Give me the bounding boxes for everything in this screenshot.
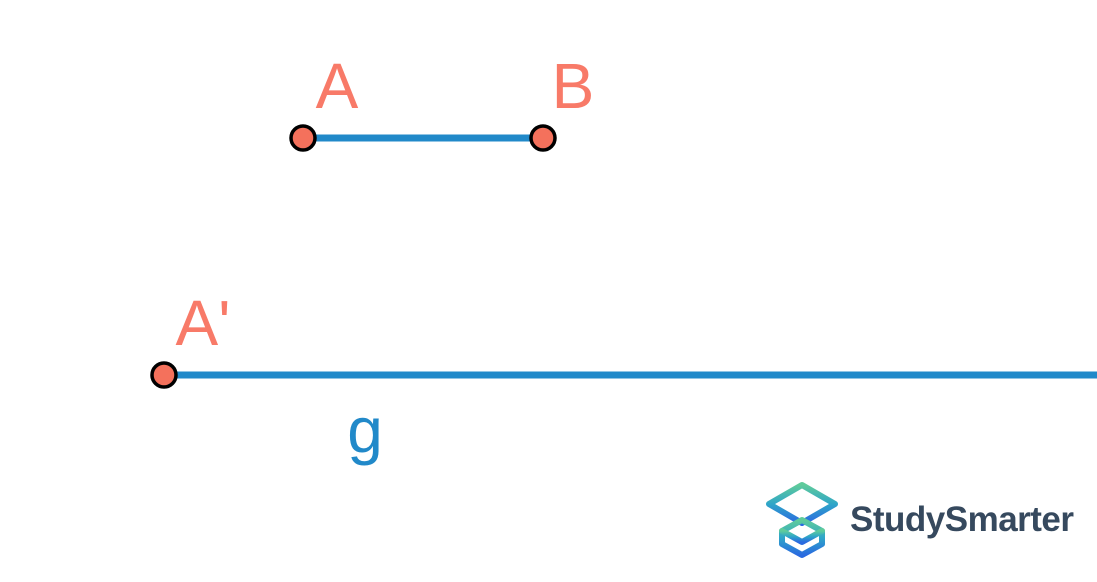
label-line-g: g [347,394,383,466]
studysmarter-box-icon [766,482,838,558]
point-b [529,124,557,152]
point-a [289,124,317,152]
label-point-a-prime: A' [176,287,231,359]
label-point-a: A [316,50,359,122]
point-a-prime [150,361,178,389]
studysmarter-logo: StudySmarter [764,480,1074,560]
studysmarter-wordmark: StudySmarter [850,500,1074,539]
label-point-b: B [552,50,595,122]
